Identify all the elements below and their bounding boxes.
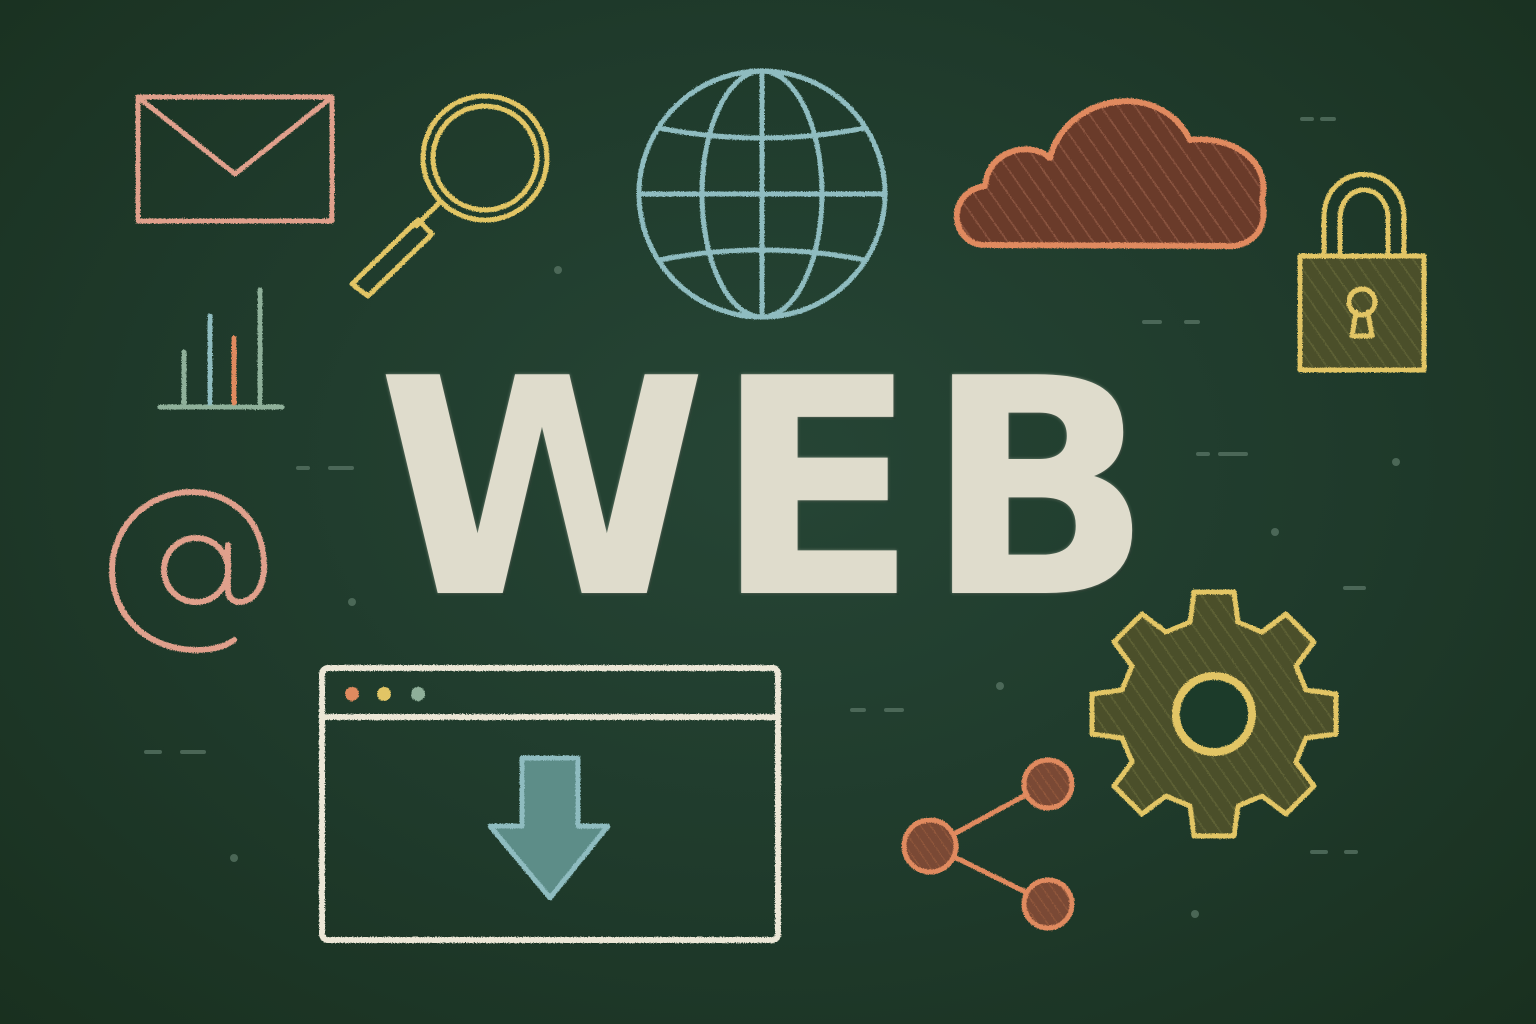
at-sign-icon: [109, 489, 268, 653]
cloud-icon: [953, 98, 1267, 250]
chalk-dust: [144, 117, 1400, 918]
magnifier-icon: [349, 93, 550, 299]
padlock-icon: [1297, 172, 1427, 373]
bar-chart-icon: [157, 287, 285, 410]
gear-icon: [1089, 589, 1339, 839]
window-dot-red: [345, 687, 359, 701]
share-icon: [901, 757, 1075, 931]
browser-download-icon: [319, 665, 781, 943]
envelope-icon: [135, 94, 335, 224]
globe-icon: [636, 68, 888, 320]
window-dot-yellow: [377, 687, 391, 701]
window-dot-green: [411, 687, 425, 701]
page-title: WEB: [376, 315, 1160, 664]
